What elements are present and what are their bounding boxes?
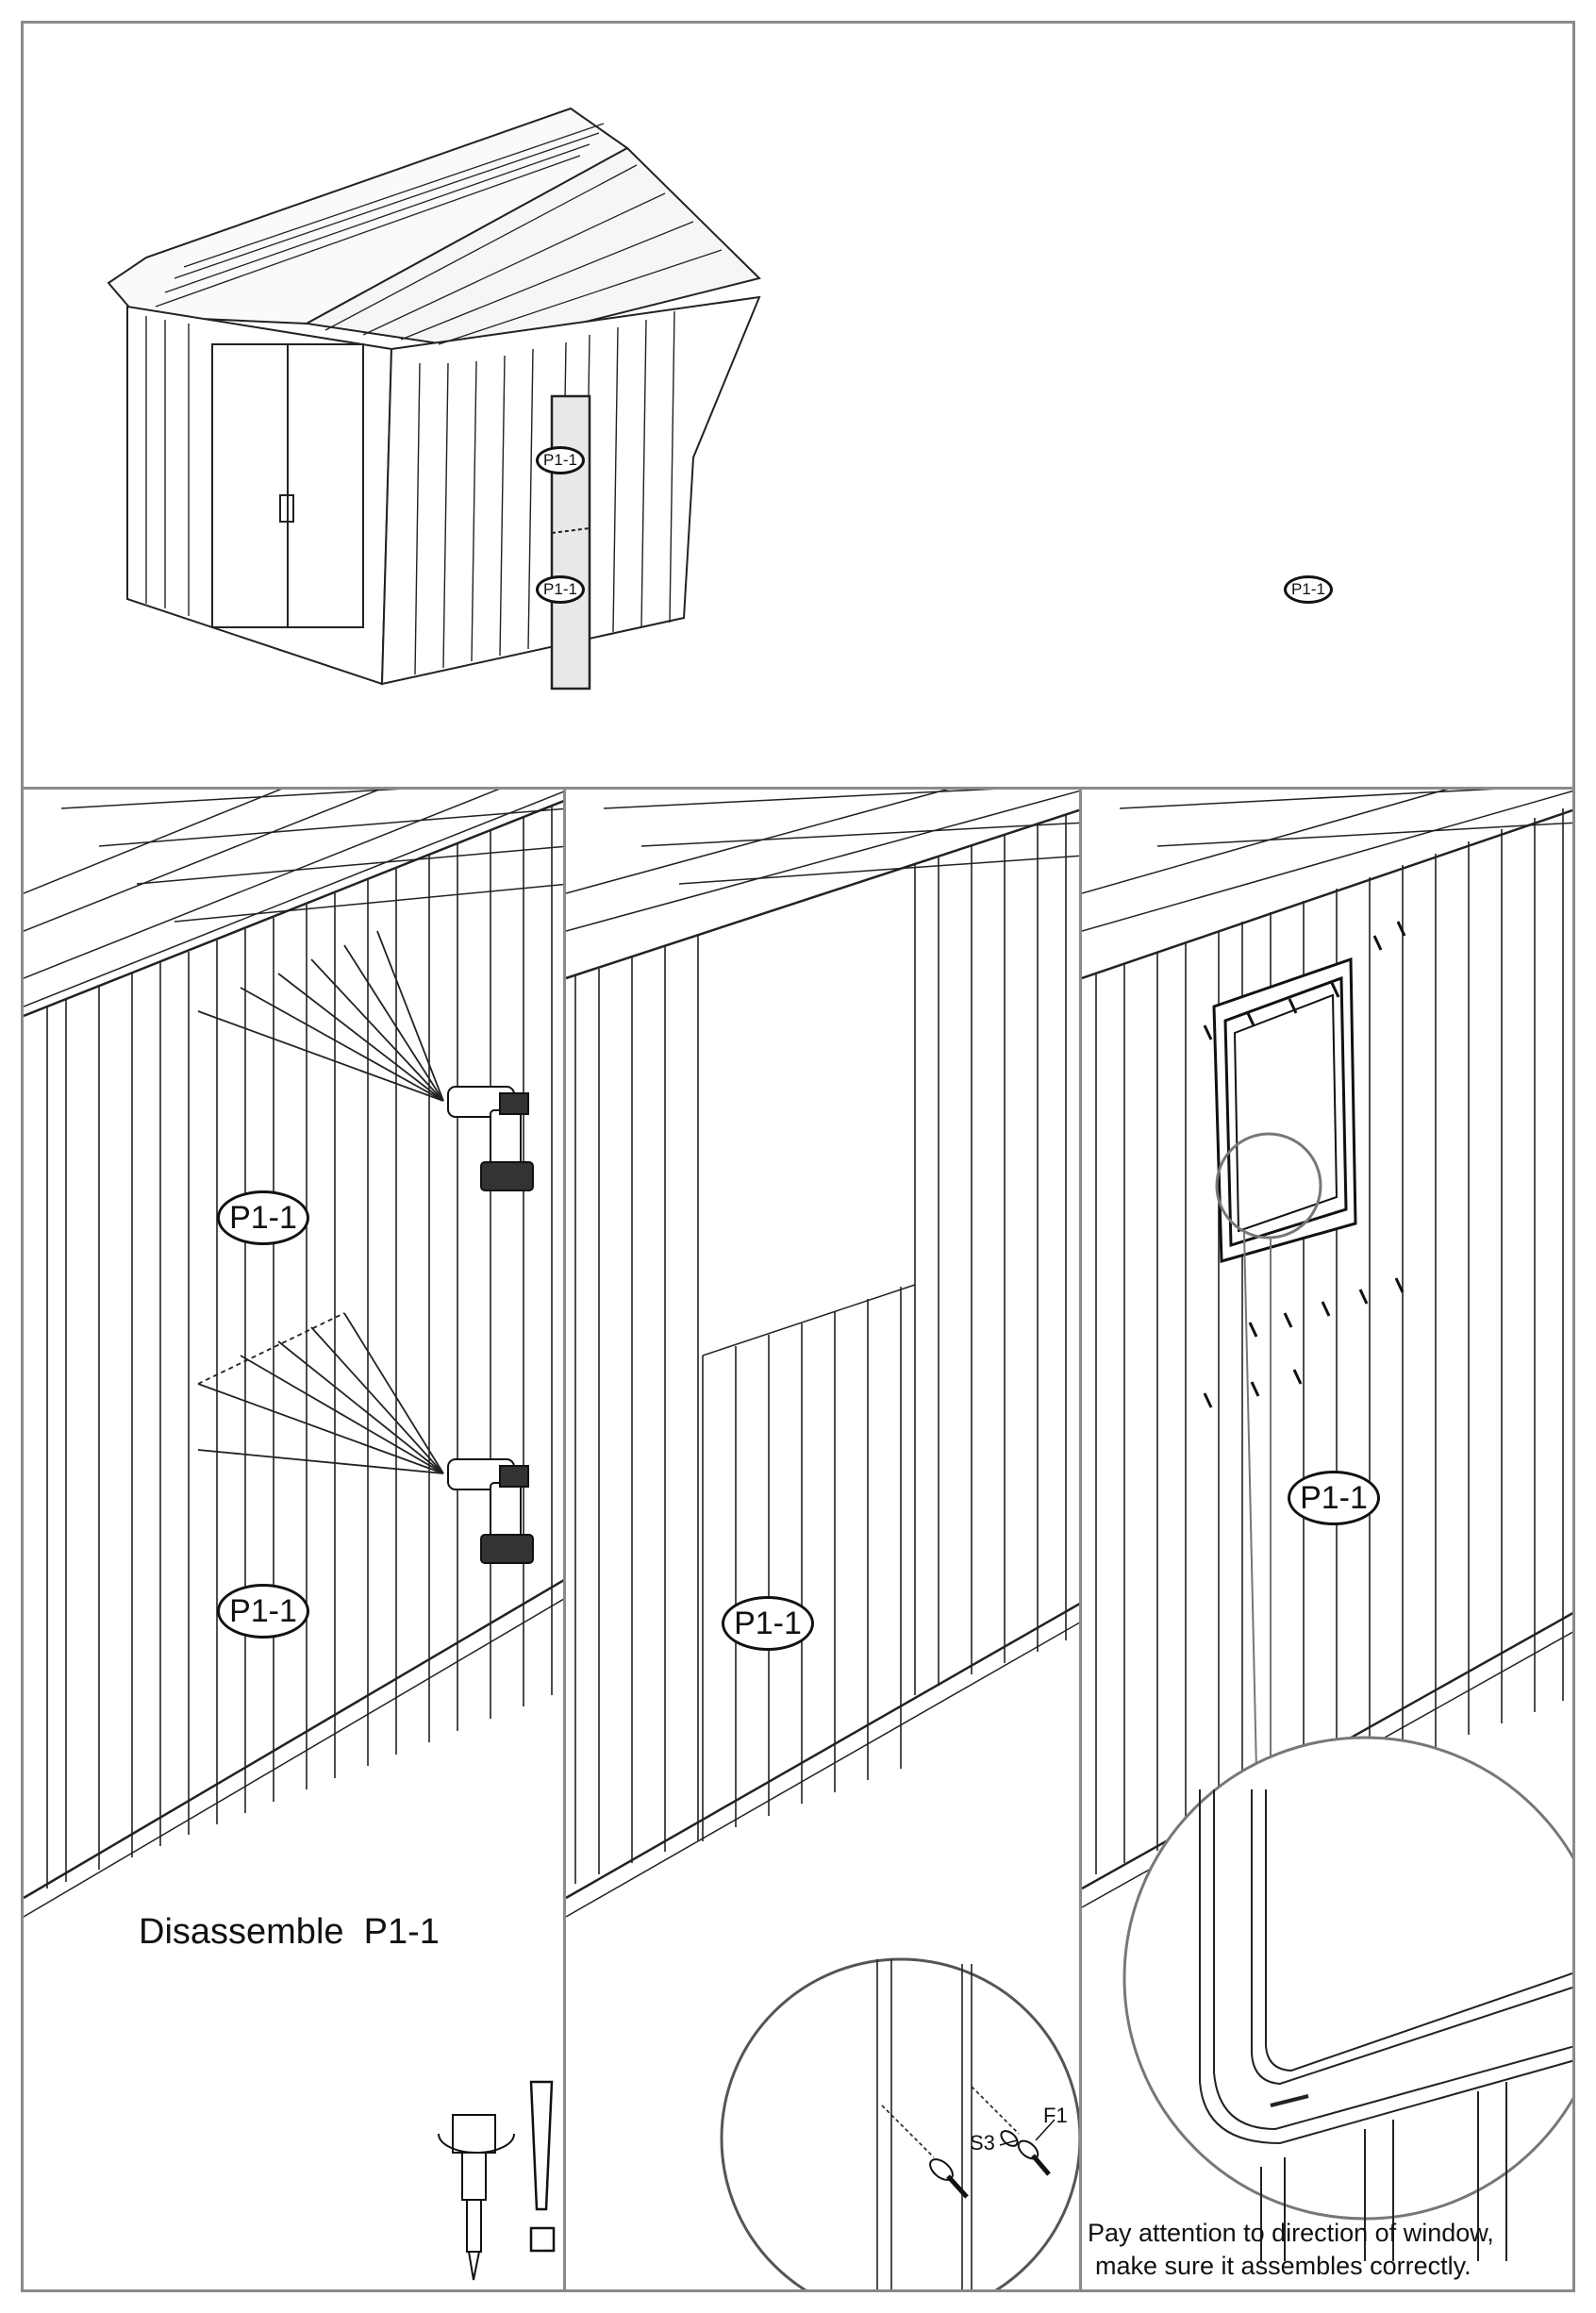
top-overview-panel: P1-1 P1-1 P1-1 [21,21,1575,790]
washer-label-f1: F1 [1043,2104,1068,2127]
part-tag-p1-1: P1-1 [1288,1471,1380,1525]
washer-icon [1000,2130,1051,2176]
step1-caption: Disassemble P1-1 [139,1912,440,1952]
magnifier-circle-icon [1122,1736,1572,2261]
window-frame-icon [1212,957,1357,1263]
warning-exclamation-icon [529,2080,556,2253]
step1-disassemble-panel: P1-1 P1-1 Disassemble P1-1 [21,787,566,2292]
shed-before [107,107,761,691]
window-direction-note-line1: Pay attention to direction of window, [1088,2219,1494,2247]
drill-icon [447,1458,534,1564]
screw-icon [1203,921,1406,1408]
magnifier-circle-icon [720,1957,1079,2289]
part-tag-p1-1: P1-1 [722,1596,814,1651]
magnifier-circle-icon [1215,1132,1322,1240]
step1-wall-drawing [24,790,563,2281]
step2-wall-drawing [566,790,1079,2289]
screw-icon [929,2158,969,2199]
part-tag-p1-1-upper: P1-1 [536,446,585,474]
shed-overview-drawing [107,107,761,691]
step3-wall-drawing [1082,790,1572,2261]
part-tag-p1-1-lower: P1-1 [536,575,585,604]
part-tag-p1-1-lower: P1-1 [217,1584,309,1639]
part-tag-p1-1-after: P1-1 [1284,575,1333,604]
step2-removed-panel: P1-1 S3 F1 [563,787,1082,2292]
window-direction-note-line2: make sure it assembles correctly. [1095,2252,1471,2280]
drill-icon [447,1086,534,1191]
part-tag-p1-1-upper: P1-1 [217,1190,309,1245]
drill-icon [438,2114,515,2281]
screw-label-s3: S3 [970,2131,995,2155]
step3-window-panel: P1-1 Pay attention to direction of windo… [1079,787,1575,2292]
